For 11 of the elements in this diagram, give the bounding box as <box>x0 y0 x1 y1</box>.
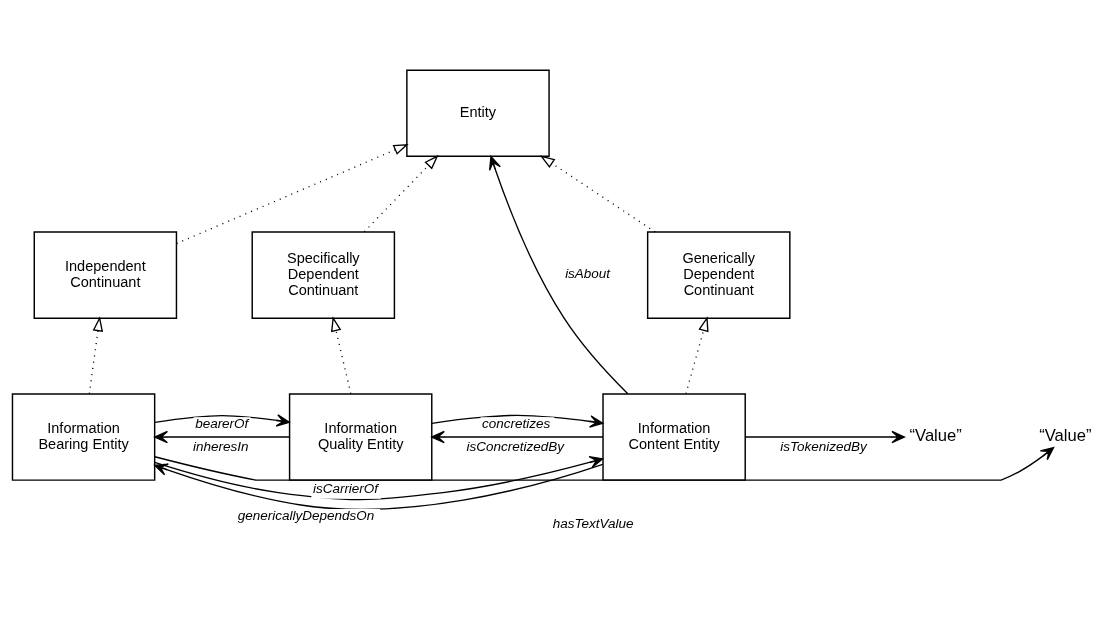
node-text: “Value” <box>1039 425 1092 445</box>
edge-label: inheresIn <box>193 438 249 454</box>
edge-label: concretizes <box>482 416 551 432</box>
edge-label: hasTextValue <box>552 516 634 532</box>
edge-label: isTokenizedBy <box>780 438 867 454</box>
edge-label: isCarrierOf <box>312 481 379 497</box>
edge-label: isAbout <box>565 265 611 281</box>
node-text: “Value” <box>909 425 962 445</box>
edge-label: isConcretizedBy <box>466 438 564 454</box>
edge-label: bearerOf <box>195 416 249 432</box>
edge-label: genericallyDependsOn <box>237 507 375 523</box>
